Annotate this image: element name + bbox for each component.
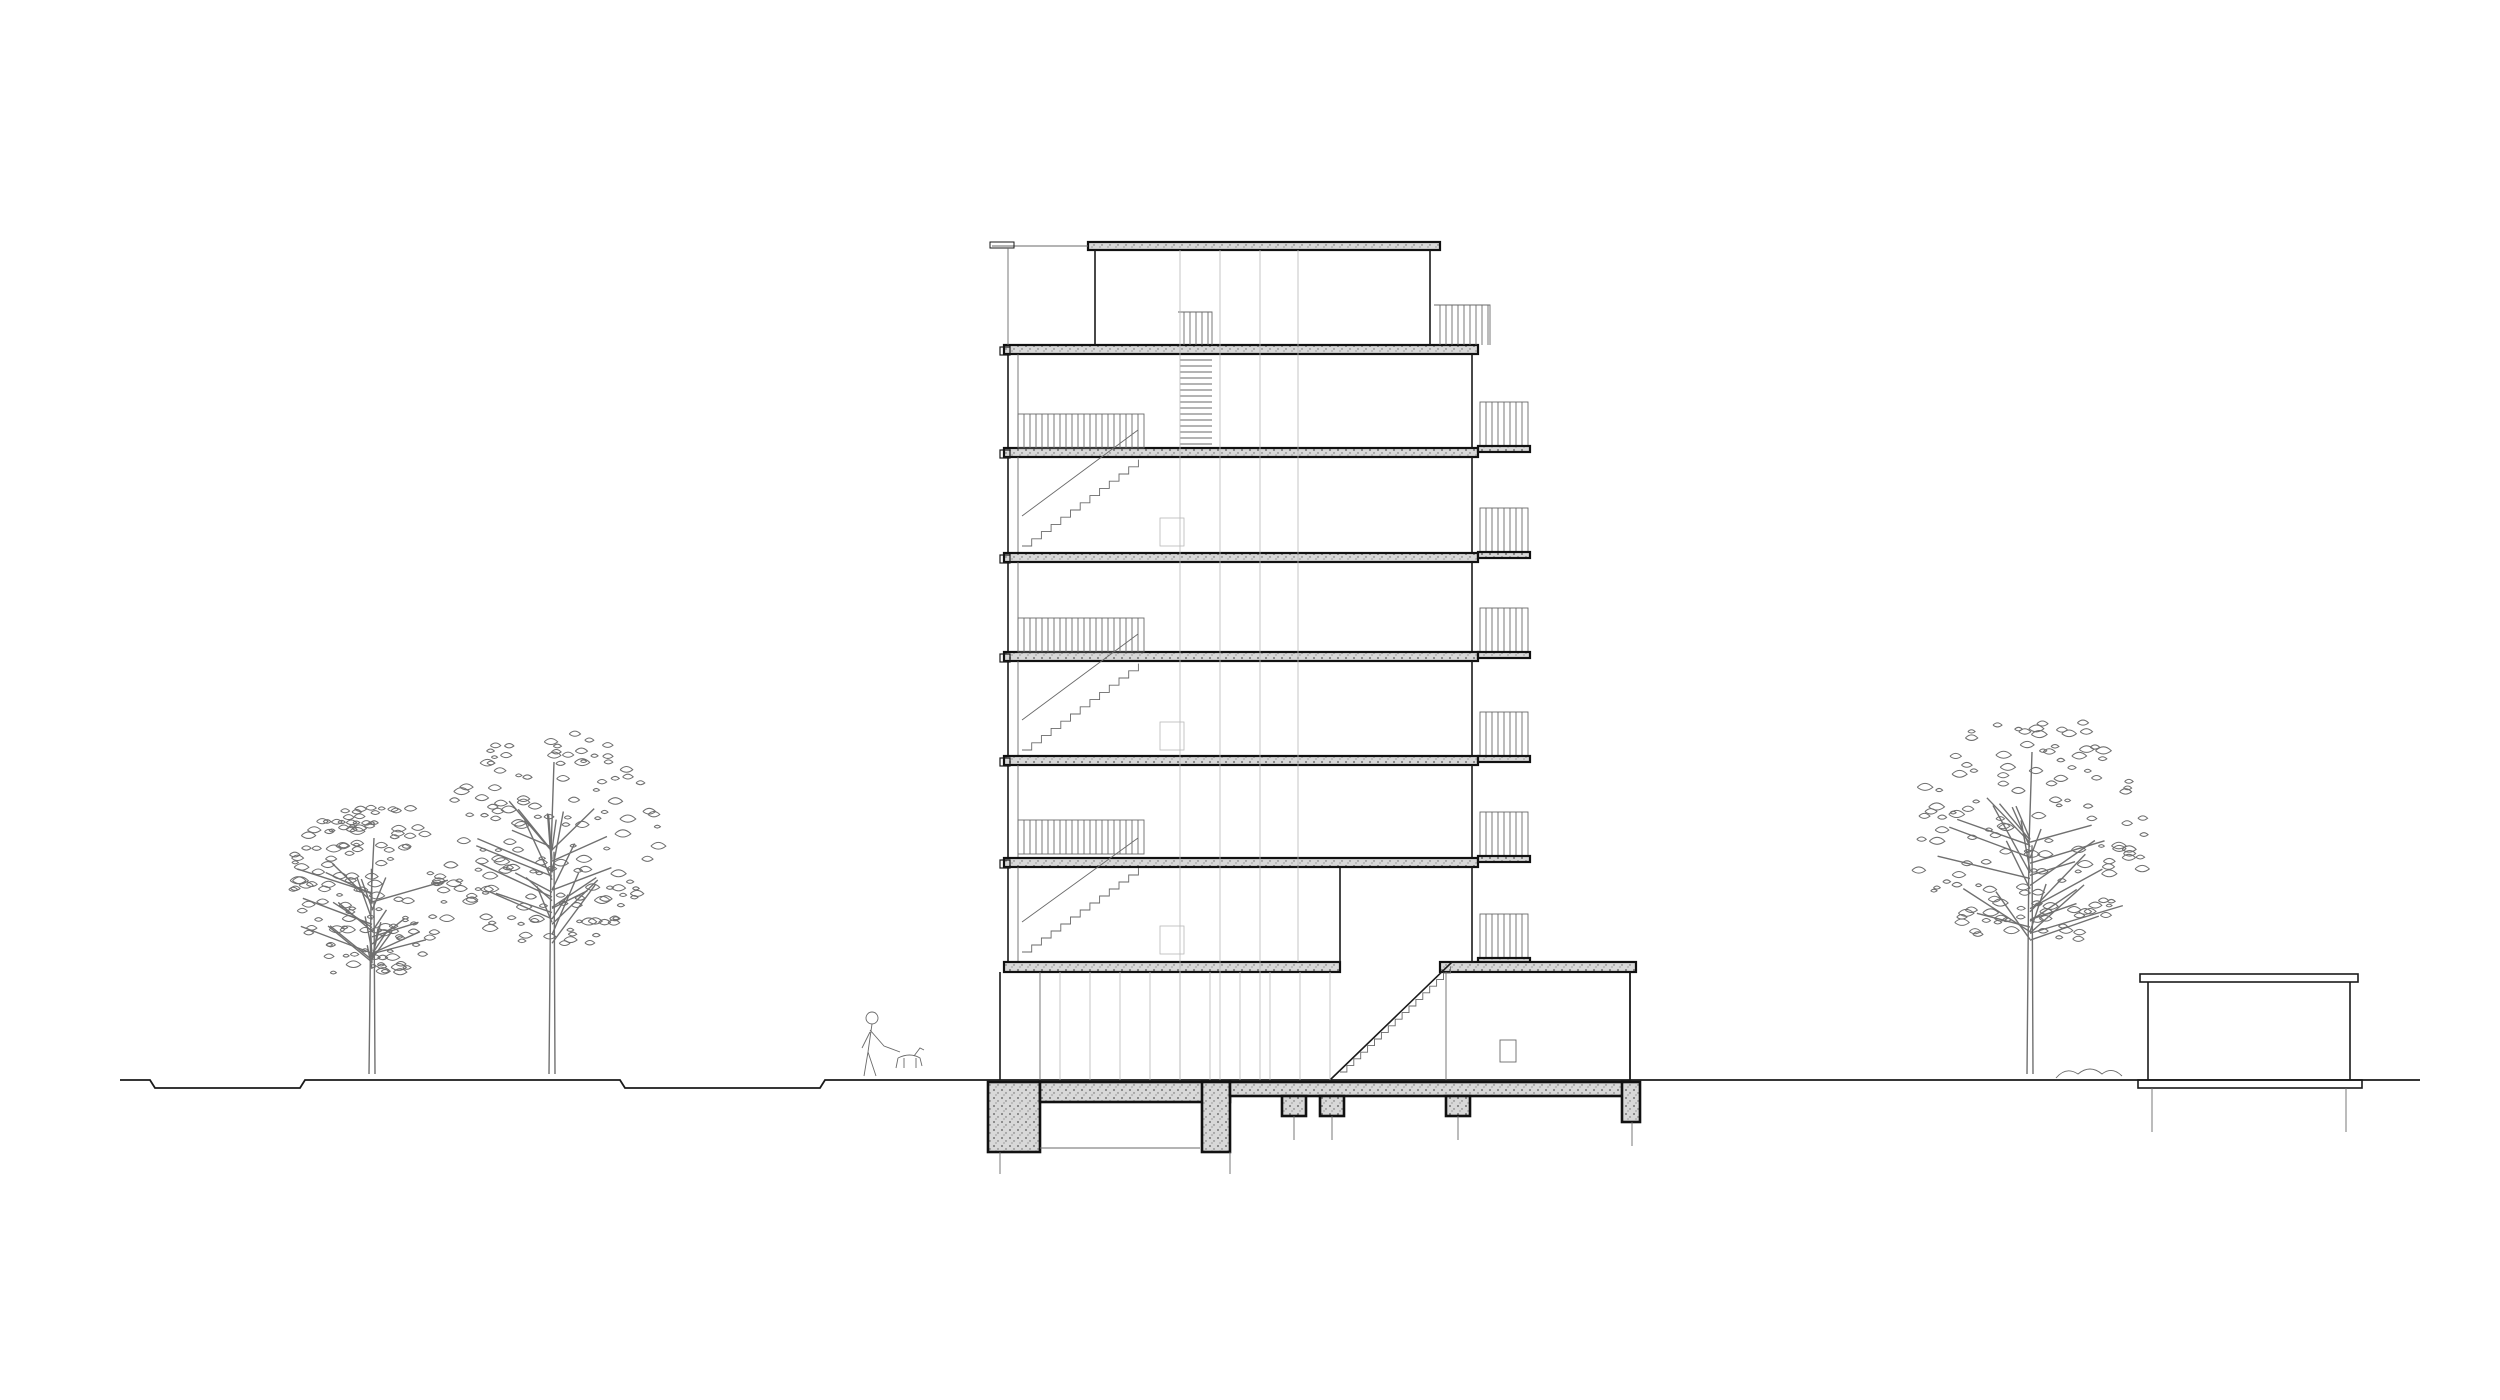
floor-slab	[1002, 446, 1480, 459]
right-balcony	[1476, 711, 1532, 764]
tree	[288, 804, 462, 1075]
ground-line	[120, 1079, 2420, 1089]
left-trees	[288, 730, 667, 1075]
roof	[989, 240, 1491, 345]
tree	[1911, 719, 2151, 1075]
foundation	[986, 1080, 1642, 1174]
person-walking-dog-figure	[861, 1011, 925, 1077]
interior-stair	[1021, 633, 1185, 751]
building	[986, 240, 1642, 1174]
core-stair	[1180, 359, 1212, 445]
interior-stair	[1021, 429, 1185, 547]
floor-slab	[1002, 650, 1480, 663]
floor-slab	[1002, 856, 1480, 869]
tree	[449, 730, 667, 1075]
storeys	[999, 343, 1532, 966]
left-railing	[1017, 819, 1145, 855]
right-balcony	[1476, 913, 1532, 966]
core-shaft	[1179, 250, 1299, 1080]
right-balcony	[1476, 507, 1532, 560]
interior-stair	[1021, 837, 1185, 955]
right-balcony	[1476, 401, 1532, 454]
ground-floor-podium	[999, 868, 1638, 1081]
left-railing	[1017, 617, 1145, 653]
floor-slab	[1002, 343, 1480, 356]
floor-slab	[1002, 754, 1480, 767]
right-balcony	[1476, 607, 1532, 660]
pavilion-canopy	[2137, 973, 2363, 1132]
floor-slab	[1002, 551, 1480, 564]
right-tree	[1911, 719, 2151, 1079]
left-railing	[1017, 413, 1145, 449]
right-balcony	[1476, 811, 1532, 864]
